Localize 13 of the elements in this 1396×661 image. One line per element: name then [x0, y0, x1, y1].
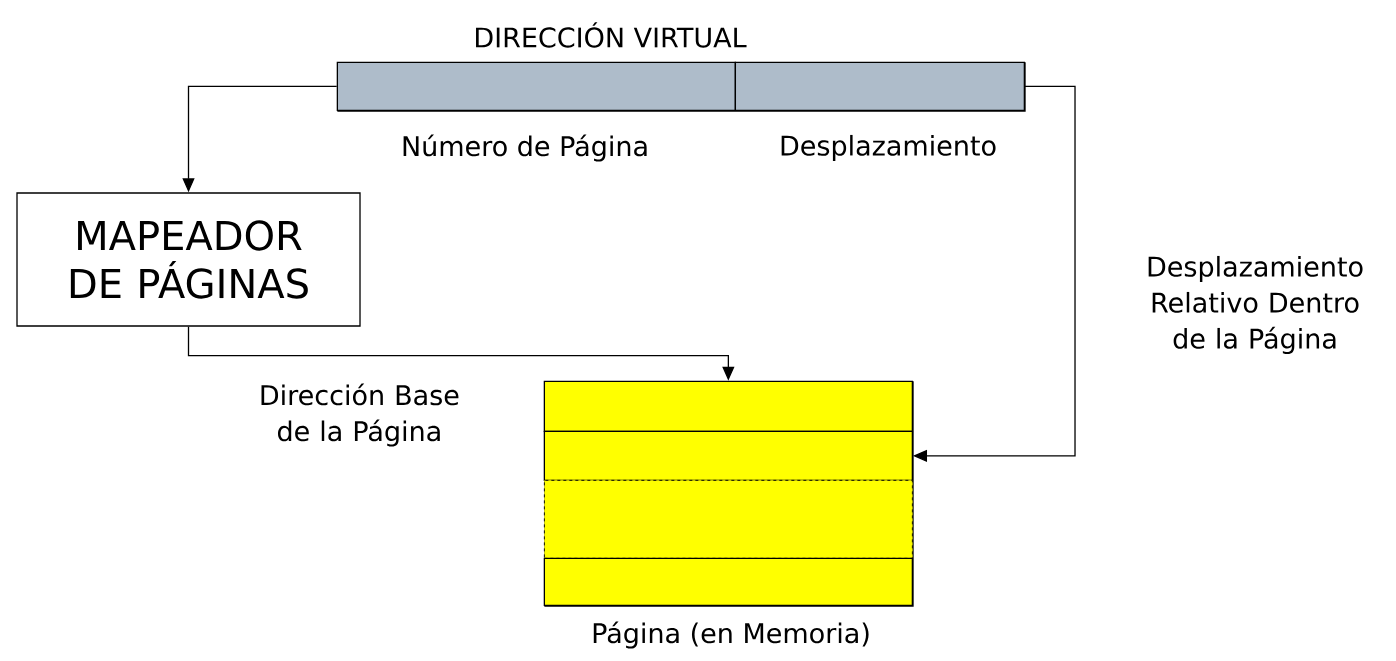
page-row [543, 380, 913, 432]
page-row [543, 479, 913, 559]
page-row [543, 430, 913, 481]
edge-label: Dirección Base de la Página [261, 383, 459, 447]
page-number-field: Número de Página [336, 61, 736, 162]
page-row [543, 557, 913, 606]
node-label: Desplazamiento [781, 134, 996, 162]
node-label: Página (en Memoria) [593, 621, 869, 649]
mapper-box: MAPEADOR DE PÁGINAS [16, 192, 361, 327]
edge-label: Desplazamiento Relativo Dentro de la Página [1148, 255, 1363, 355]
node-label: DIRECCIÓN VIRTUAL [476, 22, 747, 48]
node-label: Número de Página [403, 134, 647, 162]
offset-field: Desplazamiento [734, 61, 1025, 162]
